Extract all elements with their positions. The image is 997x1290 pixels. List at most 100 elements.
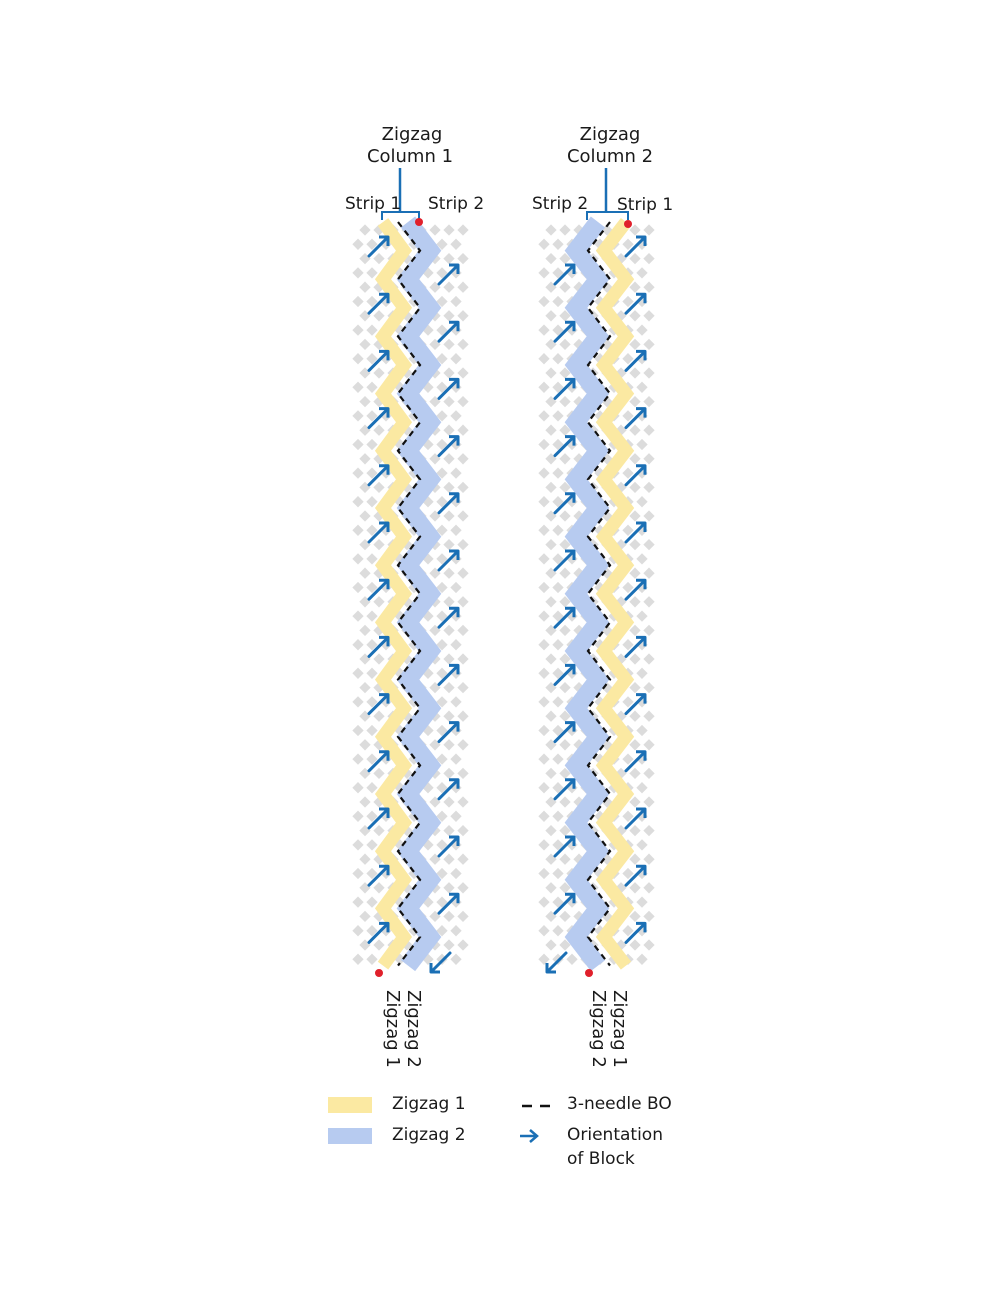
grid-diamond [538, 839, 550, 851]
grid-diamond [457, 853, 469, 865]
grid-diamond [538, 381, 550, 393]
arrow-head [545, 963, 556, 974]
column-title-line2: Column 1 [367, 146, 453, 167]
grid-diamond [629, 567, 641, 579]
grid-diamond [545, 939, 557, 951]
grid-diamond [643, 796, 655, 808]
arrow-head [379, 807, 390, 818]
orientation-arrow [437, 263, 460, 286]
arrow-shaft [624, 465, 646, 487]
grid-diamond [636, 896, 648, 908]
orientation-arrow [367, 521, 390, 544]
legend-zigzag1-label: Zigzag 1 [392, 1094, 466, 1114]
grid-diamond [359, 796, 371, 808]
grid-diamond [629, 653, 641, 665]
grid-diamond [436, 724, 448, 737]
arrow-head [636, 807, 647, 818]
grid-diamond [559, 796, 571, 808]
grid-diamond [366, 867, 378, 880]
grid-diamond [643, 882, 655, 894]
legend: Zigzag 1 Zigzag 2 3-needle BO Orientatio… [328, 1094, 672, 1169]
arrow-head [379, 578, 390, 590]
grid-diamond [443, 453, 455, 465]
grid-diamond [622, 295, 634, 308]
arrow-head [379, 635, 390, 647]
three-needle-bo-line [396, 221, 422, 967]
grid-diamond [352, 553, 364, 565]
grid-diamond [366, 238, 378, 250]
grid-diamond [629, 481, 641, 494]
arrow-head [565, 835, 576, 846]
grid-diamond [373, 538, 385, 551]
grid-diamond [450, 696, 462, 708]
grid-diamond [457, 224, 469, 236]
grid-diamond [443, 538, 455, 551]
grid-diamond [436, 896, 448, 908]
orientation-arrow [624, 464, 647, 487]
orientation-arrow [624, 807, 647, 830]
grid-diamond [552, 410, 564, 422]
grid-diamond [629, 939, 641, 951]
zigzag-1-band [595, 218, 635, 970]
grid-diamond [457, 910, 469, 923]
orientation-arrow [553, 892, 576, 915]
grid-diamond [373, 481, 385, 494]
grid-diamond [552, 810, 564, 822]
grid-diamond [538, 696, 550, 708]
grid-diamond [622, 410, 634, 422]
grid-diamond [552, 639, 564, 651]
grid-diamond [629, 538, 641, 551]
grid-diamond [436, 553, 448, 565]
arrow-head [449, 721, 460, 732]
arrow-shaft [367, 751, 389, 773]
grid-diamond [559, 395, 571, 408]
arrow-shaft [367, 350, 389, 372]
grid-diamond [359, 739, 371, 751]
arrow-shaft [553, 321, 575, 343]
grid-diamond [457, 453, 469, 465]
orientation-arrow [624, 407, 647, 430]
grid-diamond [436, 438, 448, 451]
arrow-head [565, 320, 576, 332]
grid-diamond [559, 681, 571, 694]
arrow-shaft [437, 664, 459, 686]
orientation-arrow [367, 407, 390, 430]
arrow-shaft [624, 408, 646, 430]
grid-diamond [538, 782, 550, 794]
grid-diamond [643, 739, 655, 751]
column-title-line1: Zigzag [580, 124, 641, 145]
grid-diamond [559, 252, 571, 265]
grid-diamond [359, 624, 371, 637]
grid-diamond [457, 510, 469, 522]
orientation-arrow [437, 778, 460, 801]
grid-diamond [538, 667, 550, 679]
grid-diamond [359, 510, 371, 522]
grid-diamond [436, 925, 448, 937]
grid-diamond [450, 467, 462, 479]
grid-diamond [457, 481, 469, 494]
arrow-shaft [367, 636, 389, 658]
grid-diamond [450, 810, 462, 822]
grid-diamond [352, 839, 364, 851]
bottom-label-a: Zigzag 2 [403, 990, 424, 1068]
arrow-shaft [546, 951, 568, 973]
grid-diamond [538, 610, 550, 622]
grid-diamond [559, 224, 571, 236]
grid-diamond [545, 882, 557, 894]
grid-diamond [457, 538, 469, 551]
grid-diamond [429, 224, 441, 236]
grid-diamond [450, 925, 462, 937]
grid-diamond [359, 224, 371, 236]
grid-diamond [629, 681, 641, 694]
grid-diamond [352, 524, 364, 536]
orientation-arrow [437, 606, 460, 629]
grid-diamond [450, 639, 462, 651]
orientation-arrow [624, 921, 647, 944]
grid-diamond [352, 782, 364, 794]
grid-diamond [352, 324, 364, 336]
grid-diamond [436, 381, 448, 393]
grid-diamond [450, 581, 462, 594]
grid-diamond [457, 338, 469, 351]
arrow-head [565, 435, 576, 446]
grid-diamond [352, 353, 364, 365]
